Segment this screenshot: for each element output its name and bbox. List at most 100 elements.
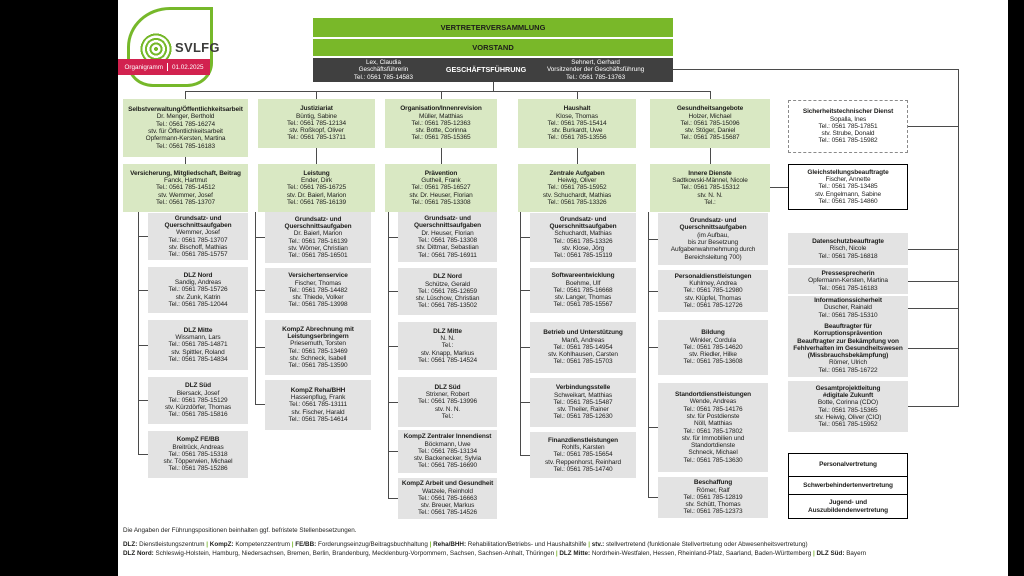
connector-line bbox=[908, 348, 958, 349]
box-title: KompZ Zentraler Innendienst bbox=[403, 433, 492, 441]
footnote-separator: | bbox=[812, 550, 815, 557]
box-title: Grundsatz- und Querschnittsaufgaben bbox=[164, 214, 232, 229]
box-lines: Sopalla, Ines Tel.: 0561 785-17851 stv. … bbox=[818, 115, 878, 145]
box-title: Leistung bbox=[303, 169, 330, 177]
management-right: Sehnert, Gerhard Vorsitzender der Geschä… bbox=[546, 59, 645, 81]
connector-line bbox=[673, 69, 958, 70]
box-title: KompZ Reha/BHH bbox=[290, 386, 346, 394]
connector-line bbox=[520, 237, 530, 238]
connector-line bbox=[520, 455, 530, 456]
footnote-term: DLZ Süd: bbox=[814, 550, 845, 557]
connector-line bbox=[493, 82, 494, 91]
connector-line bbox=[908, 281, 958, 282]
box-title: DLZ Süd bbox=[434, 383, 461, 391]
box-lines: Sandig, Andreas Tel.: 0561 785-15726 stv… bbox=[168, 279, 228, 308]
connector-line bbox=[441, 148, 442, 164]
connector-line bbox=[255, 347, 265, 348]
connector-line bbox=[441, 91, 442, 99]
connector-line bbox=[520, 212, 521, 456]
box-lines: Müller, Matthias Tel.: 0561 785-12363 st… bbox=[411, 112, 471, 142]
box-title: Grundsatz- und Querschnittsaufgaben bbox=[414, 215, 481, 230]
footnote-term: DLZ Nord: bbox=[123, 550, 154, 557]
connector-line bbox=[648, 291, 658, 292]
footnote-separator: | bbox=[588, 541, 590, 548]
box-title: Betrieb und Unterstützung bbox=[543, 329, 623, 337]
box-jugend-auszubildendenvertretung: Jugend- und Auszubildendenvertretung bbox=[788, 494, 908, 519]
box-lines: Dr. Baierl, Marion Tel.: 0561 785-16139 … bbox=[288, 230, 348, 260]
connector-line bbox=[255, 404, 265, 405]
box-schwerbehindertenvertretung: Schwerbehindertenvertretung bbox=[788, 476, 908, 495]
pillarbox-right bbox=[1008, 0, 1024, 576]
connector-line bbox=[710, 91, 711, 99]
box-title: Innere Dienste bbox=[688, 169, 732, 177]
connector-line bbox=[520, 290, 530, 291]
box-title: Beschaffung bbox=[693, 479, 733, 487]
footnote-separator: | bbox=[429, 541, 432, 548]
box-title: Beauftragter für Korruptionsprävention B… bbox=[793, 322, 903, 360]
box-lines: Büntig, Sabine Tel.: 0561 785-12134 stv.… bbox=[286, 112, 347, 142]
box-title: Datenschutzbeauftragte bbox=[812, 238, 884, 246]
box-lines: Sadtkowski-Männel, Nicole Tel.: 0561 785… bbox=[672, 177, 748, 206]
box-title: Selbstverwaltung/Öffentlichkeitsarbeit bbox=[128, 106, 243, 114]
box-title: Gesundheitsangebote bbox=[676, 105, 744, 113]
connector-line bbox=[185, 91, 186, 99]
footnote-text: Schleswig-Holstein, Hamburg, Niedersachs… bbox=[153, 550, 556, 557]
box-lines: Gutheil, Frank Tel.: 0561 785-16527 stv.… bbox=[409, 177, 473, 206]
connector-line bbox=[958, 69, 959, 407]
box-korruptionspraevention: Beauftragter für Korruptionsprävention B… bbox=[788, 320, 908, 377]
box-lines: Schütze, Gerald Tel.: 0561 785-12659 stv… bbox=[415, 280, 480, 310]
box-title: DLZ Süd bbox=[184, 382, 212, 390]
connector-line bbox=[770, 187, 788, 188]
footnote-separator: | bbox=[555, 550, 558, 557]
footnote-term: FE/BB: bbox=[293, 541, 317, 548]
box-lines: Fischer, Thomas Tel.: 0561 785-14482 stv… bbox=[288, 279, 348, 309]
box-lines: Schuchardt, Mathias Tel.: 0561 785-13326… bbox=[553, 230, 613, 260]
box-lines: Fanck, Hartmut Tel.: 0561 785-14512 stv.… bbox=[155, 177, 216, 206]
box-title: KompZ Arbeit und Gesundheit bbox=[401, 480, 494, 488]
box-lines: Duscher, Rainald Tel.: 0561 785-15310 bbox=[818, 304, 878, 319]
box-title: Organisation/Innenrevision bbox=[400, 105, 482, 113]
connector-line bbox=[577, 91, 578, 99]
bar-vorstand: VORSTAND bbox=[313, 39, 673, 56]
connector-line bbox=[138, 212, 139, 455]
connector-line bbox=[316, 91, 317, 99]
footnote-text: Forderungseinzug/Beitragsbuchhaltung bbox=[316, 541, 430, 548]
box-lines: Wemmer, Josef Tel.: 0561 785-13707 stv. … bbox=[168, 229, 228, 259]
footnote-text: Rehabilitation/Betriebs- und Haushaltshi… bbox=[466, 541, 589, 548]
footnote-text: Dienstleistungszentrum bbox=[137, 541, 207, 548]
box-title: DLZ Nord bbox=[433, 273, 462, 281]
connector-line bbox=[908, 126, 958, 127]
box-lines: Opfermann-Kersten, Martina Tel.: 0561 78… bbox=[808, 277, 888, 292]
box-title: Justiziariat bbox=[300, 105, 333, 113]
connector-line bbox=[908, 308, 958, 309]
box-innere-grundsatz: Grundsatz- und Querschnittsaufgaben(im A… bbox=[658, 213, 768, 265]
box-lines: Wissmann, Lars Tel.: 0561 785-14871 stv.… bbox=[168, 334, 228, 363]
box-title: Standortdienstleistungen bbox=[675, 391, 751, 399]
footnote-text: stellvertretend (funktionale Stellvertre… bbox=[604, 541, 808, 548]
box-lines: Winkler, Cordula Tel.: 0561 785-14620 st… bbox=[683, 336, 743, 366]
box-lines: Priesemuth, Torsten Tel.: 0561 785-13469… bbox=[288, 340, 348, 370]
box-title: Softwareentwicklung bbox=[551, 272, 615, 280]
connector-line bbox=[908, 249, 958, 250]
footnote-term: DLZ Mitte: bbox=[557, 550, 591, 557]
box-title: Informationssicherheit bbox=[814, 297, 882, 305]
box-lines: Dr. Heuser, Florian Tel.: 0561 785-13308… bbox=[416, 229, 479, 259]
footnote-text: Kompetenzzentrum bbox=[233, 541, 292, 548]
